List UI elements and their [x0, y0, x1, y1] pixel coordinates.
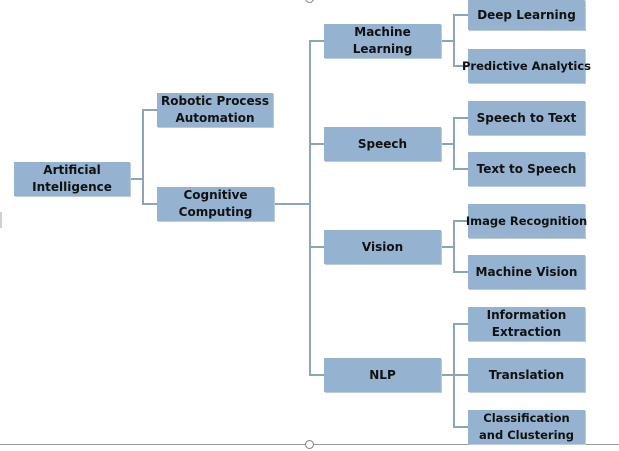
node-label: Deep Learning: [477, 7, 576, 22]
node-machine-vision[interactable]: Machine Vision: [468, 255, 585, 289]
connector: [441, 374, 455, 376]
resize-handle-top[interactable]: [305, 0, 314, 3]
node-vision[interactable]: Vision: [324, 230, 441, 264]
node-artificial-intelligence[interactable]: Artificial Intelligence: [14, 162, 130, 196]
node-label: Machine Vision: [475, 264, 578, 279]
connector: [453, 323, 468, 325]
node-label: Text to Speech: [476, 161, 577, 176]
node-label: Predictive Analytics: [462, 58, 592, 73]
resize-handle-bottom[interactable]: [305, 440, 314, 449]
connector: [453, 271, 468, 273]
connector: [453, 220, 455, 273]
connector: [309, 374, 324, 376]
connector: [309, 143, 324, 145]
node-label: Machine Learning: [352, 25, 413, 56]
node-label: Robotic Process Automation: [161, 94, 269, 125]
node-label: Classification and Clustering: [479, 411, 574, 442]
connector: [441, 246, 455, 248]
node-speech-to-text[interactable]: Speech to Text: [468, 101, 585, 135]
node-text-to-speech[interactable]: Text to Speech: [468, 152, 585, 186]
connector: [453, 117, 455, 170]
node-label: Vision: [361, 239, 404, 254]
connector: [309, 40, 311, 376]
connector: [142, 203, 157, 205]
connector: [130, 178, 142, 180]
connector: [453, 117, 468, 119]
node-information-extraction[interactable]: Information Extraction: [468, 307, 585, 341]
connector: [142, 109, 144, 205]
connector: [309, 40, 324, 42]
node-predictive-analytics[interactable]: Predictive Analytics: [462, 49, 591, 83]
node-nlp[interactable]: NLP: [324, 358, 441, 392]
node-label: Cognitive Computing: [178, 188, 253, 219]
connector: [453, 14, 468, 16]
node-label: Information Extraction: [486, 308, 567, 339]
connector: [453, 65, 468, 67]
node-translation[interactable]: Translation: [468, 358, 585, 392]
node-cognitive-computing[interactable]: Cognitive Computing: [157, 187, 274, 221]
node-image-recognition[interactable]: Image Recognition: [465, 204, 588, 238]
connector: [441, 143, 455, 145]
node-label: Speech: [357, 136, 408, 151]
connector: [453, 426, 468, 428]
connector: [453, 14, 455, 67]
connector: [453, 374, 468, 376]
node-label: NLP: [369, 367, 396, 382]
node-label: Speech to Text: [476, 110, 577, 125]
connector: [142, 109, 157, 111]
connector: [453, 220, 468, 222]
connector: [309, 246, 324, 248]
node-label: Image Recognition: [465, 213, 588, 228]
node-deep-learning[interactable]: Deep Learning: [468, 0, 585, 30]
connector: [274, 203, 311, 205]
connector: [453, 168, 468, 170]
node-label: Artificial Intelligence: [32, 163, 112, 194]
node-speech[interactable]: Speech: [324, 127, 441, 161]
node-machine-learning[interactable]: Machine Learning: [324, 24, 441, 58]
connector: [441, 40, 455, 42]
node-robotic-process-automation[interactable]: Robotic Process Automation: [157, 93, 273, 127]
node-classification-and-clustering[interactable]: Classification and Clustering: [468, 410, 585, 444]
node-label: Translation: [488, 367, 565, 382]
frame-left-edge: [0, 212, 2, 228]
